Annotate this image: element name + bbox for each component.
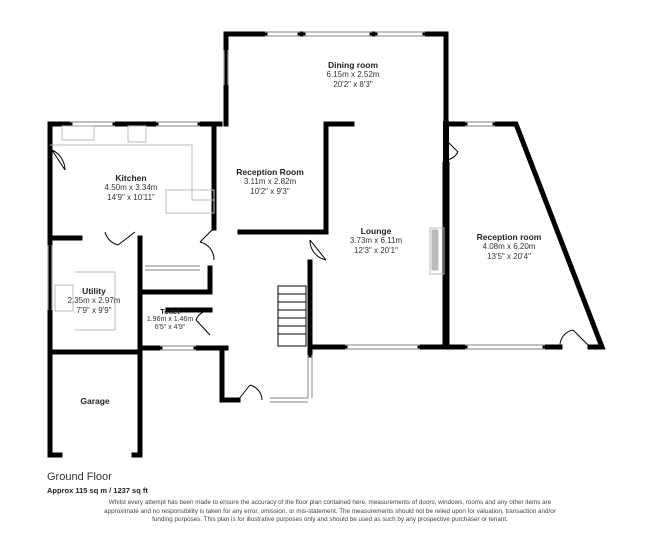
room-imperial: 14'9" x 10'11" xyxy=(107,193,155,202)
floor-title: Ground Floor xyxy=(47,471,112,483)
room-metric: 2.35m x 2.97m xyxy=(67,296,121,305)
room-imperial: 6'5" x 4'9" xyxy=(154,324,186,331)
room-metric: 3.11m x 2.82m xyxy=(243,177,297,186)
room-label-reception-room: Reception Room 3.11m x 2.82m 10'2" x 9'3… xyxy=(236,167,304,197)
windows xyxy=(47,31,545,403)
room-name: Utility xyxy=(82,286,106,296)
room-name: Lounge xyxy=(360,226,392,236)
room-name: Reception room xyxy=(476,232,542,242)
room-label-dining-room: Dining room 6.15m x 2.52m 20'2" x 8'3" xyxy=(327,60,380,90)
room-imperial: 7'9" x 9'9" xyxy=(76,306,112,315)
disclaimer-text: Whilst every attempt has been made to en… xyxy=(104,499,556,523)
floor-area: Approx 115 sq m / 1237 sq ft xyxy=(47,486,148,495)
room-metric: 4.50m x 3.34m xyxy=(104,183,158,192)
room-metric: 3.73m x 6.11m xyxy=(349,236,403,245)
room-name: Kitchen xyxy=(115,173,147,183)
room-metric: 1.96m x 1.46m xyxy=(146,316,194,323)
room-imperial: 10'2" x 9'3" xyxy=(250,187,290,196)
room-name: Reception Room xyxy=(236,167,304,177)
room-name: Toilet xyxy=(160,307,180,316)
room-imperial: 13'5" x 20'4" xyxy=(487,252,531,261)
room-label-reception-room-2: Reception room 4.08m x 6.20m 13'5" x 20'… xyxy=(477,232,542,262)
room-metric: 6.15m x 2.52m xyxy=(326,70,380,79)
room-imperial: 20'2" x 8'3" xyxy=(333,80,373,89)
fixtures xyxy=(50,125,445,331)
room-name: Dining room xyxy=(327,60,379,70)
stairs xyxy=(277,285,307,347)
room-imperial: 12'3" x 20'1" xyxy=(354,246,398,255)
room-metric: 4.08m x 6.20m xyxy=(482,242,536,251)
floor-plan xyxy=(47,31,606,458)
room-name: Garage xyxy=(80,396,110,406)
doors xyxy=(51,139,591,401)
room-label-lounge: Lounge 3.73m x 6.11m 12'3" x 20'1" xyxy=(350,226,402,256)
room-label-utility: Utility 2.35m x 2.97m 7'9" x 9'9" xyxy=(68,286,121,316)
room-label-toilet: Toilet 1.96m x 1.46m 6'5" x 4'9" xyxy=(147,308,193,332)
room-label-garage: Garage xyxy=(80,396,109,406)
room-label-kitchen: Kitchen 4.50m x 3.34m 14'9" x 10'11" xyxy=(105,173,158,203)
walls xyxy=(47,31,606,458)
